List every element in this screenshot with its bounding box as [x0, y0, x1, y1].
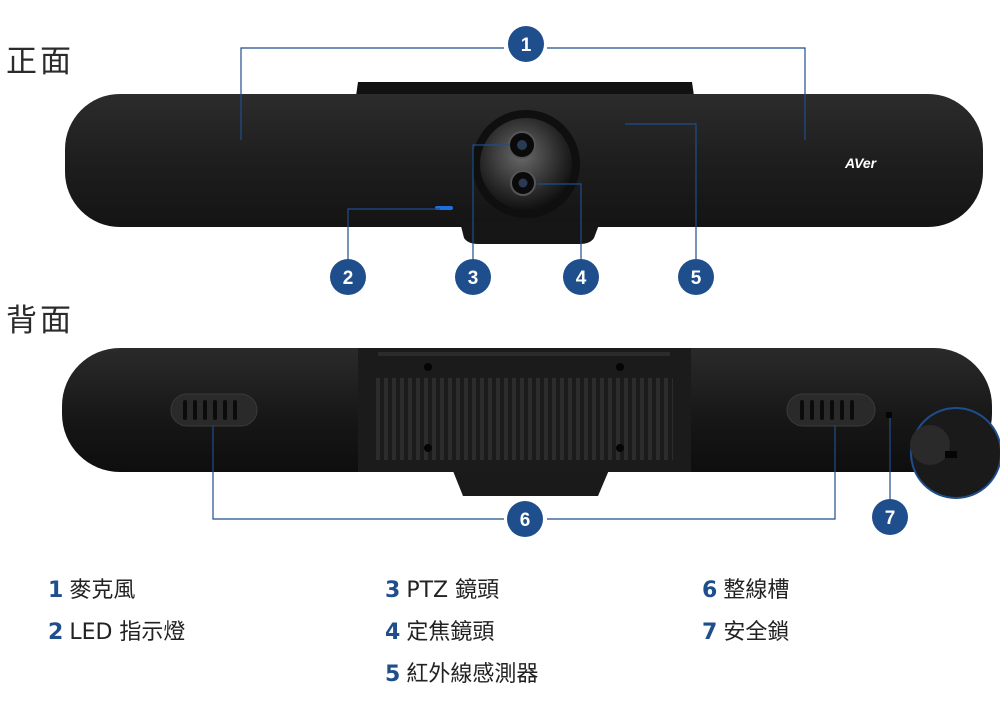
- callout-4: 4: [576, 268, 587, 289]
- legend-num: 3: [385, 578, 401, 603]
- callout-badge-2: [330, 259, 366, 295]
- callout-badge-3: [455, 259, 491, 295]
- legend-label: 定焦鏡頭: [406, 620, 495, 645]
- security-lock-slot: [886, 412, 892, 418]
- leader-lines: [212, 47, 891, 520]
- brand-logo: AVer: [844, 155, 878, 171]
- back-view-title: 背面: [6, 303, 74, 339]
- legend-num: 2: [48, 620, 64, 645]
- callout-7: 7: [885, 508, 896, 529]
- callout-5: 5: [691, 268, 702, 289]
- legend-label: 安全鎖: [723, 620, 790, 645]
- front-base-tab: [460, 222, 600, 244]
- top-mount-bar: [356, 82, 694, 96]
- callout-badge-7: [872, 499, 908, 535]
- legend-num: 1: [48, 578, 64, 603]
- legend-num: 4: [385, 620, 401, 645]
- legend-num: 6: [702, 578, 718, 603]
- callout-badge-5: [678, 259, 714, 295]
- legend-label: 紅外線感測器: [406, 662, 539, 687]
- callout-3: 3: [468, 268, 479, 289]
- callout-badge-4: [563, 259, 599, 295]
- cable-channel-vents: [375, 378, 673, 460]
- front-view: AVer: [65, 82, 983, 244]
- legend-num: 5: [385, 662, 401, 687]
- callouts: 1 2 3 4 5 6 7: [330, 26, 908, 537]
- legend-label: 整線槽: [723, 578, 790, 603]
- front-view-title: 正面: [6, 44, 74, 80]
- callout-badge-6: [507, 501, 543, 537]
- legend-label: PTZ 鏡頭: [406, 578, 500, 603]
- legend-label: 麥克風: [69, 578, 136, 603]
- back-view: [62, 348, 1000, 499]
- callout-badge-1: [508, 26, 544, 62]
- callout-2: 2: [343, 268, 354, 289]
- legend-num: 7: [702, 620, 718, 645]
- legend-label: LED 指示燈: [69, 620, 186, 645]
- callout-1: 1: [521, 35, 532, 56]
- callout-6: 6: [520, 510, 531, 531]
